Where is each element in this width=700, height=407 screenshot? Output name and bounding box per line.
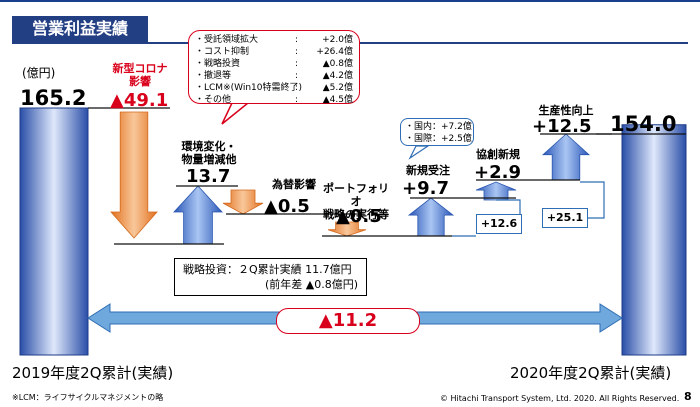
footnote: ※LCM：ライフサイクルマネジメントの略 xyxy=(12,393,164,402)
box-b-bracket xyxy=(580,181,605,219)
bar-total-2020 xyxy=(621,124,687,356)
unit-label: (億円) xyxy=(22,66,56,80)
step-label-environment: 環境変化・ 物量増減他 xyxy=(181,140,237,166)
x-label-2020: 2020年度2Q累計(実績) xyxy=(510,364,672,382)
arrow-fx xyxy=(222,189,264,215)
step-value-productivity: +12.5 xyxy=(532,116,592,137)
callout-row-label: ・コスト抑制 xyxy=(195,47,250,57)
callout-row-sep: : xyxy=(295,83,299,93)
callout-row: ・撤退等: ▲4.2億 xyxy=(195,70,353,82)
x-label-2019: 2019年度2Q累計(実績) xyxy=(12,364,174,382)
end-total-value: 154.0 xyxy=(610,112,677,136)
callout-row: ・その他: ▲4.5億 xyxy=(195,94,353,106)
step-value-portfolio: ▲0.5 xyxy=(336,206,382,227)
arrow-environment xyxy=(173,185,223,245)
start-total-value: 165.2 xyxy=(20,86,87,110)
callout-row: ・コスト抑制: +26.4億 xyxy=(195,46,353,58)
callout-row-value: ▲4.2億 xyxy=(322,71,353,81)
new-orders-callout-tail xyxy=(408,145,430,160)
note-line-1: 戦略投資：２Q累計実績 11.7億円 xyxy=(183,263,352,276)
difference-value: ▲11.2 xyxy=(276,308,420,334)
callout-tail xyxy=(221,102,251,125)
step-value-fx: ▲0.5 xyxy=(264,196,310,217)
new-orders-callout: ・国内：+7.2億 ・国際：+2.5億 xyxy=(400,118,474,146)
callout-row-value: ▲0.8億 xyxy=(322,59,353,69)
step-value-covid: ▲49.1 xyxy=(110,90,169,111)
callout-row: ・戦略投資: ▲0.8億 xyxy=(195,58,353,70)
cost-breakdown-callout: ・受託領域拡大:+2.0億・コスト抑制:+26.4億・戦略投資:▲0.8億・撤退… xyxy=(188,30,360,106)
callout-row-value: +2.0億 xyxy=(322,35,353,45)
callout-row-sep: : xyxy=(295,95,299,105)
arrow-portfolio xyxy=(327,221,367,237)
top-rule xyxy=(0,0,700,2)
page-title: 営業利益実績 xyxy=(12,16,148,42)
callout-row-sep: : xyxy=(295,35,299,45)
callout-row-label: ・LCM※(Win10特需終了) xyxy=(195,83,302,93)
subtotal-box-b: +25.1 xyxy=(542,208,588,228)
new-orders-international: ・国際：+2.5億 xyxy=(405,134,472,144)
page-number: 8 xyxy=(684,390,692,403)
callout-row-value: ▲5.2億 xyxy=(322,83,353,93)
step-label-productivity: 生産性向上 xyxy=(538,104,594,117)
note-line-2: (前年差 ▲0.8億円) xyxy=(265,278,359,291)
arrow-productivity xyxy=(541,133,591,181)
step-label-portfolio: ポートフォリオ 戦略の実行等 xyxy=(323,182,389,221)
step-label-fx: 為替影響 xyxy=(272,178,316,191)
copyright: © Hitachi Transport System, Ltd. 2020. A… xyxy=(440,394,680,403)
callout-row-sep: : xyxy=(295,71,299,81)
callout-row-value: +26.4億 xyxy=(316,47,353,57)
arrow-covid xyxy=(110,111,158,239)
callout-row-value: ▲4.5億 xyxy=(322,95,353,105)
callout-row: ・LCM※(Win10特需終了): ▲5.2億 xyxy=(195,82,353,94)
strategic-investment-note: 戦略投資：２Q累計実績 11.7億円 (前年差 ▲0.8億円) xyxy=(174,258,368,296)
callout-row-label: ・撤退等 xyxy=(195,71,232,81)
step-value-new-orders: +9.7 xyxy=(402,178,449,199)
subtotal-box-a: +12.6 xyxy=(476,214,522,234)
step-value-co-creation: +2.9 xyxy=(474,162,521,183)
callout-row: ・受託領域拡大: +2.0億 xyxy=(195,34,353,46)
arrow-new-orders xyxy=(407,197,455,237)
arrow-co-creation xyxy=(475,181,517,201)
callout-row-label: ・その他 xyxy=(195,95,232,105)
step-label-new-orders: 新規受注 xyxy=(406,164,450,177)
new-orders-domestic: ・国内：+7.2億 xyxy=(405,122,472,132)
step-label-co-creation: 協創新規 xyxy=(476,148,520,161)
callout-row-sep: : xyxy=(295,59,299,69)
callout-row-label: ・受託領域拡大 xyxy=(195,35,259,45)
step-value-environment: 13.7 xyxy=(186,166,231,187)
bar-total-2019 xyxy=(19,107,89,356)
callout-row-label: ・戦略投資 xyxy=(195,59,241,69)
callout-row-sep: : xyxy=(295,47,299,57)
step-label-covid: 新型コロナ 影響 xyxy=(112,62,168,88)
